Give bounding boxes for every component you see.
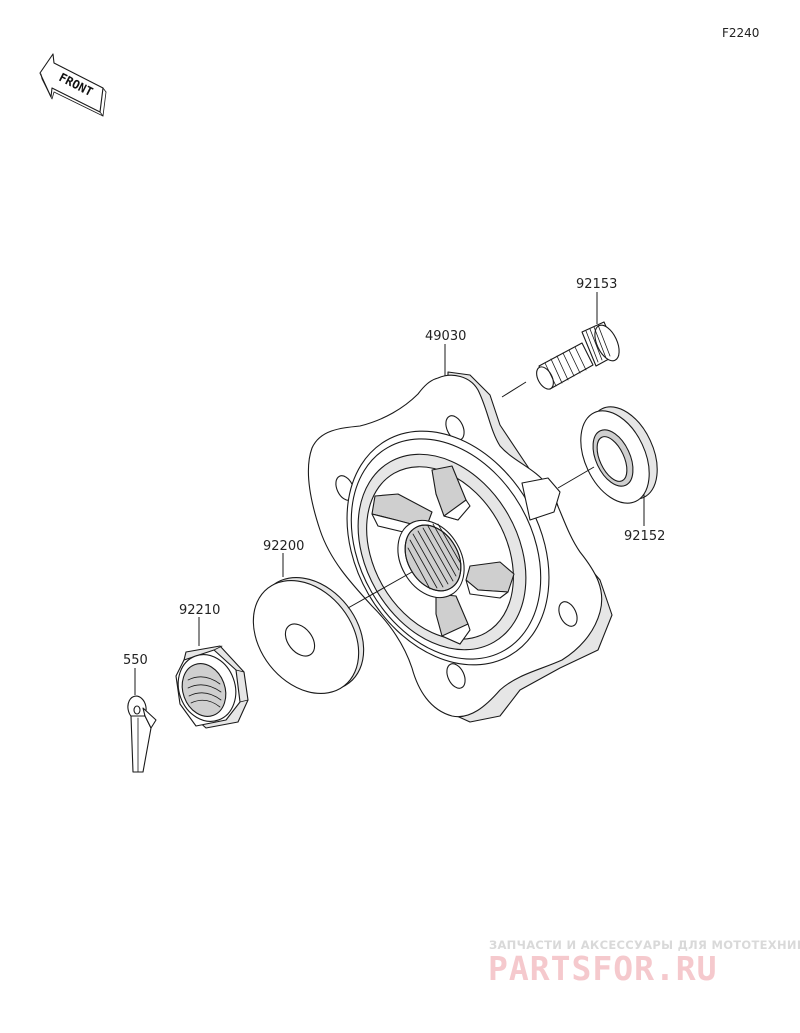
watermark-tagline: ЗАПЧАСТИ И АКСЕССУАРЫ ДЛЯ МОТОТЕХНИКИ	[489, 938, 800, 952]
part-number-92200: 92200	[263, 539, 304, 554]
washer-92200	[252, 576, 365, 695]
part-number-92152: 92152	[624, 529, 665, 544]
stud-bolt-92153	[536, 321, 620, 390]
cotter-pin-550	[127, 695, 157, 773]
part-number-92210: 92210	[179, 603, 220, 618]
part-number-92153: 92153	[576, 277, 617, 292]
leader-lines	[134, 292, 645, 695]
figure-code: F2240	[722, 26, 759, 40]
nut-92210	[175, 645, 249, 729]
part-number-550: 550	[123, 653, 148, 668]
oil-seal-92152	[580, 406, 658, 504]
hub-49030	[307, 371, 613, 723]
watermark-logo: PARTSFOR.RU	[488, 949, 718, 988]
part-number-49030: 49030	[425, 329, 466, 344]
front-arrow-icon: FRONT	[39, 53, 107, 117]
